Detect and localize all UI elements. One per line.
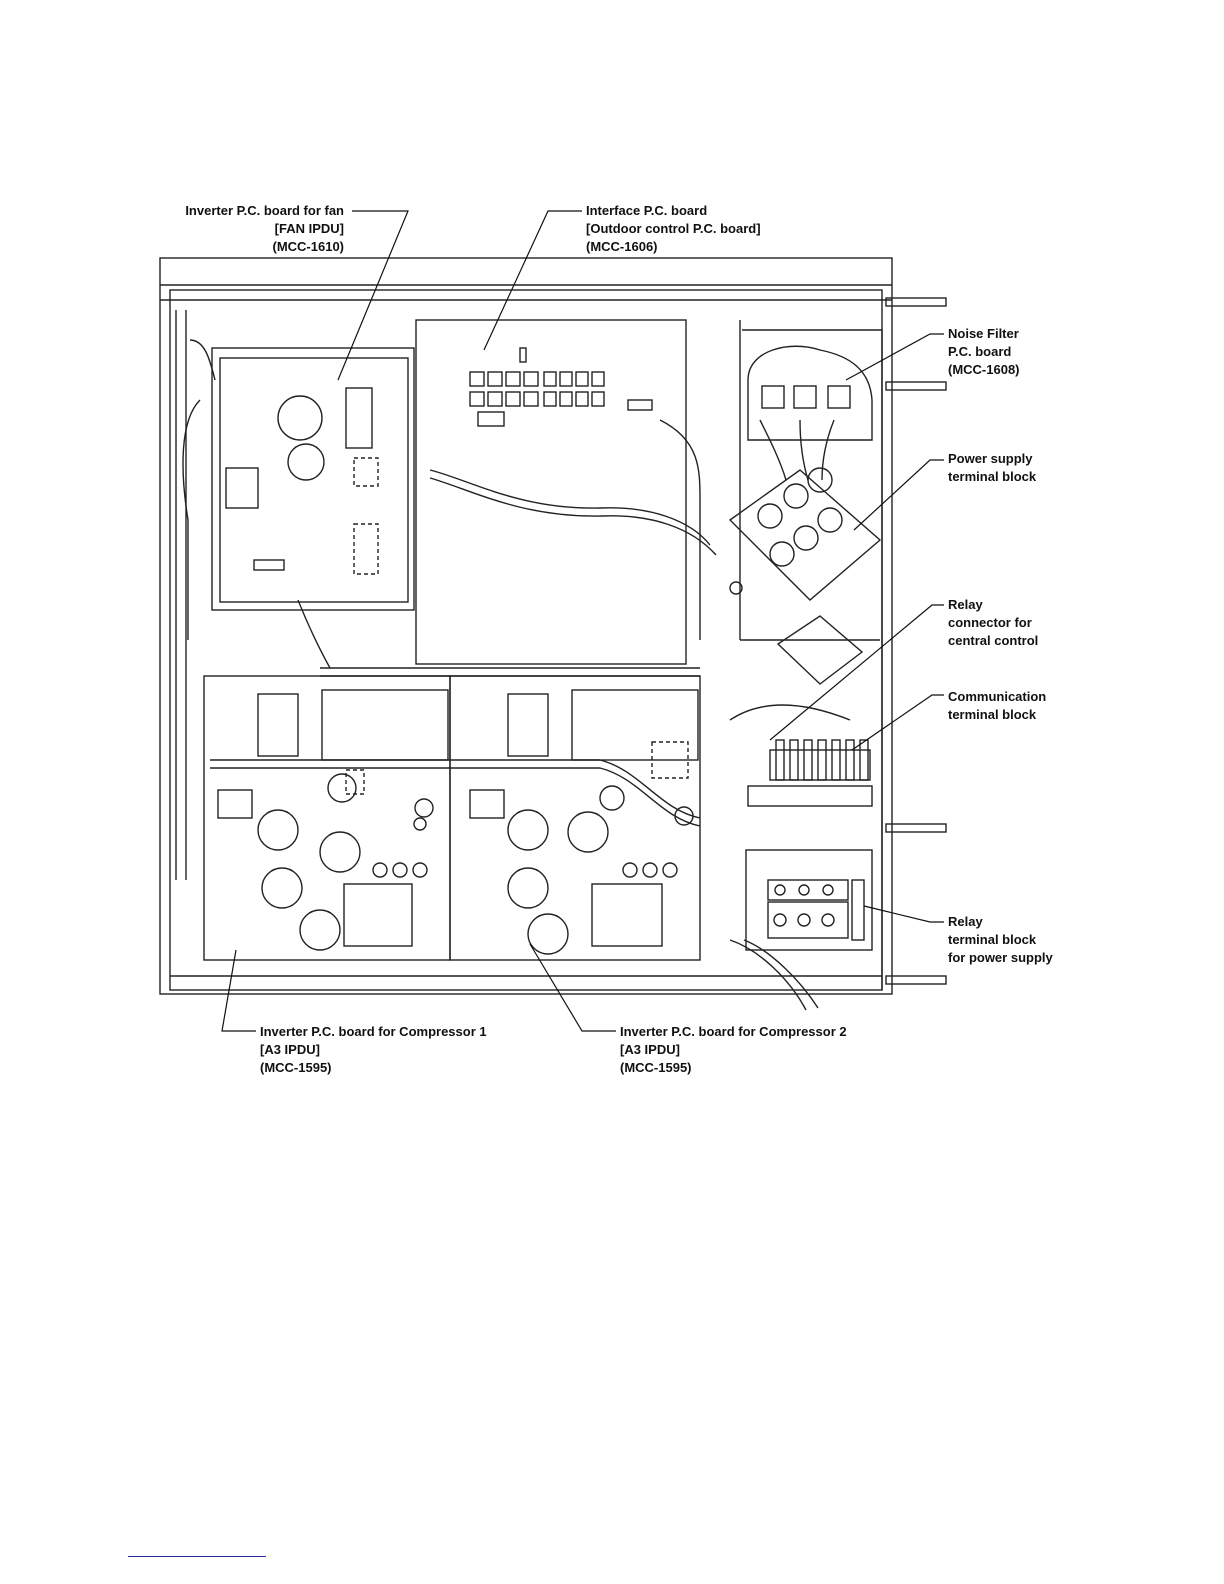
label-comm-tb: Communication terminal block bbox=[948, 689, 1047, 722]
label-noise-filter: Noise Filter P.C. board (MCC-1608) bbox=[948, 326, 1020, 377]
power-supply-terminal-block bbox=[728, 467, 882, 601]
relay-terminal-block bbox=[745, 849, 873, 951]
leader-power-tb bbox=[853, 459, 944, 531]
leader-comp2 bbox=[529, 943, 616, 1032]
label-interface: Interface P.C. board [Outdoor control P.… bbox=[586, 203, 761, 254]
interface-board bbox=[415, 319, 687, 665]
leader-relay-tb bbox=[863, 905, 944, 923]
label-relay-tb: Relay terminal block for power supply bbox=[948, 914, 1053, 965]
compressor-2-board bbox=[449, 675, 701, 961]
housing-outer bbox=[159, 257, 893, 995]
noise-filter-board bbox=[747, 345, 873, 481]
leader-noise-filter bbox=[845, 333, 944, 381]
leader-comm-tb bbox=[851, 694, 944, 751]
leader-comp1 bbox=[221, 949, 256, 1032]
leader-relay-connector bbox=[769, 604, 944, 741]
footer-rule bbox=[128, 1556, 266, 1557]
leader-fan-ipdu bbox=[337, 210, 409, 381]
label-fan-ipdu: Inverter P.C. board for fan [FAN IPDU] (… bbox=[185, 203, 344, 254]
label-comp1: Inverter P.C. board for Compressor 1 [A3… bbox=[260, 1024, 487, 1075]
fan-ipdu-board bbox=[211, 347, 415, 611]
communication-terminal-block bbox=[729, 704, 873, 807]
label-power-tb: Power supply terminal block bbox=[948, 451, 1037, 484]
compressor-1-board bbox=[203, 675, 451, 961]
relay-connector bbox=[776, 615, 864, 685]
leader-interface bbox=[483, 210, 582, 351]
label-comp2: Inverter P.C. board for Compressor 2 [A3… bbox=[620, 1024, 847, 1075]
label-relay-connector: Relay connector for central control bbox=[948, 597, 1039, 648]
